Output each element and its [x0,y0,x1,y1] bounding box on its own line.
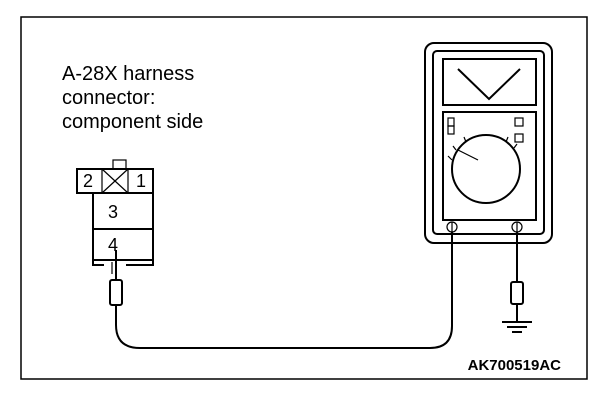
harness-connector [76,159,154,266]
mode-buttons-icon [447,117,524,143]
multimeter [424,42,553,244]
caption-line-3: component side [62,111,204,133]
figure-code: AK700519AC [467,357,561,374]
volt-symbol-icon [457,68,521,101]
back-probe [109,250,123,312]
volt-jack [511,221,523,233]
caption-line-1: A-28X harness [62,63,195,85]
pin-number-2: 2 [83,171,94,191]
pin-number-3: 3 [108,202,119,222]
meter-display [442,58,537,106]
range-selector-dial [447,134,521,204]
pin-number-4: 4 [108,235,119,255]
pin-number-1: 1 [136,171,147,191]
diagram-border [20,16,588,380]
com-jack [446,221,458,233]
connector-caption: A-28X harness connector: component side [62,62,203,134]
caption-line-2: connector: [62,87,156,109]
test-lead-wire [115,232,453,349]
blanked-pin-icon [101,168,129,194]
ground-symbol-icon [502,321,532,333]
ground-lead [502,232,532,333]
